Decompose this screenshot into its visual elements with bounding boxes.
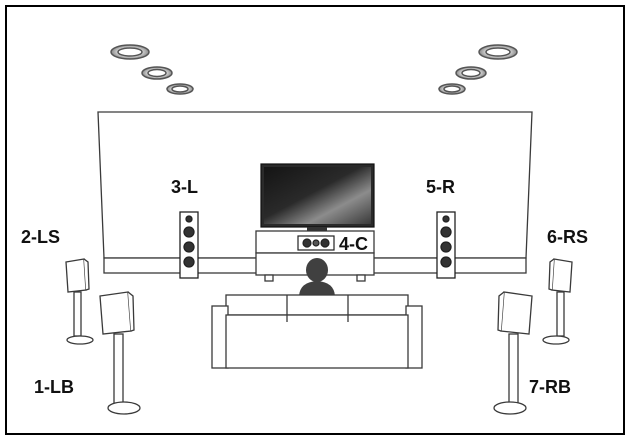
label-6-rs: 6-RS: [547, 227, 588, 247]
label-4-c: 4-C: [339, 234, 368, 254]
center-speaker: [298, 236, 334, 250]
label-1-lb: 1-LB: [34, 377, 74, 397]
tv-icon: [261, 164, 374, 231]
sofa-icon: [212, 295, 422, 368]
label-3-l: 3-L: [171, 177, 198, 197]
label-7-rb: 7-RB: [529, 377, 571, 397]
front-right-speaker: [437, 212, 455, 278]
front-left-speaker: [180, 212, 198, 278]
label-5-r: 5-R: [426, 177, 455, 197]
label-2-ls: 2-LS: [21, 227, 60, 247]
